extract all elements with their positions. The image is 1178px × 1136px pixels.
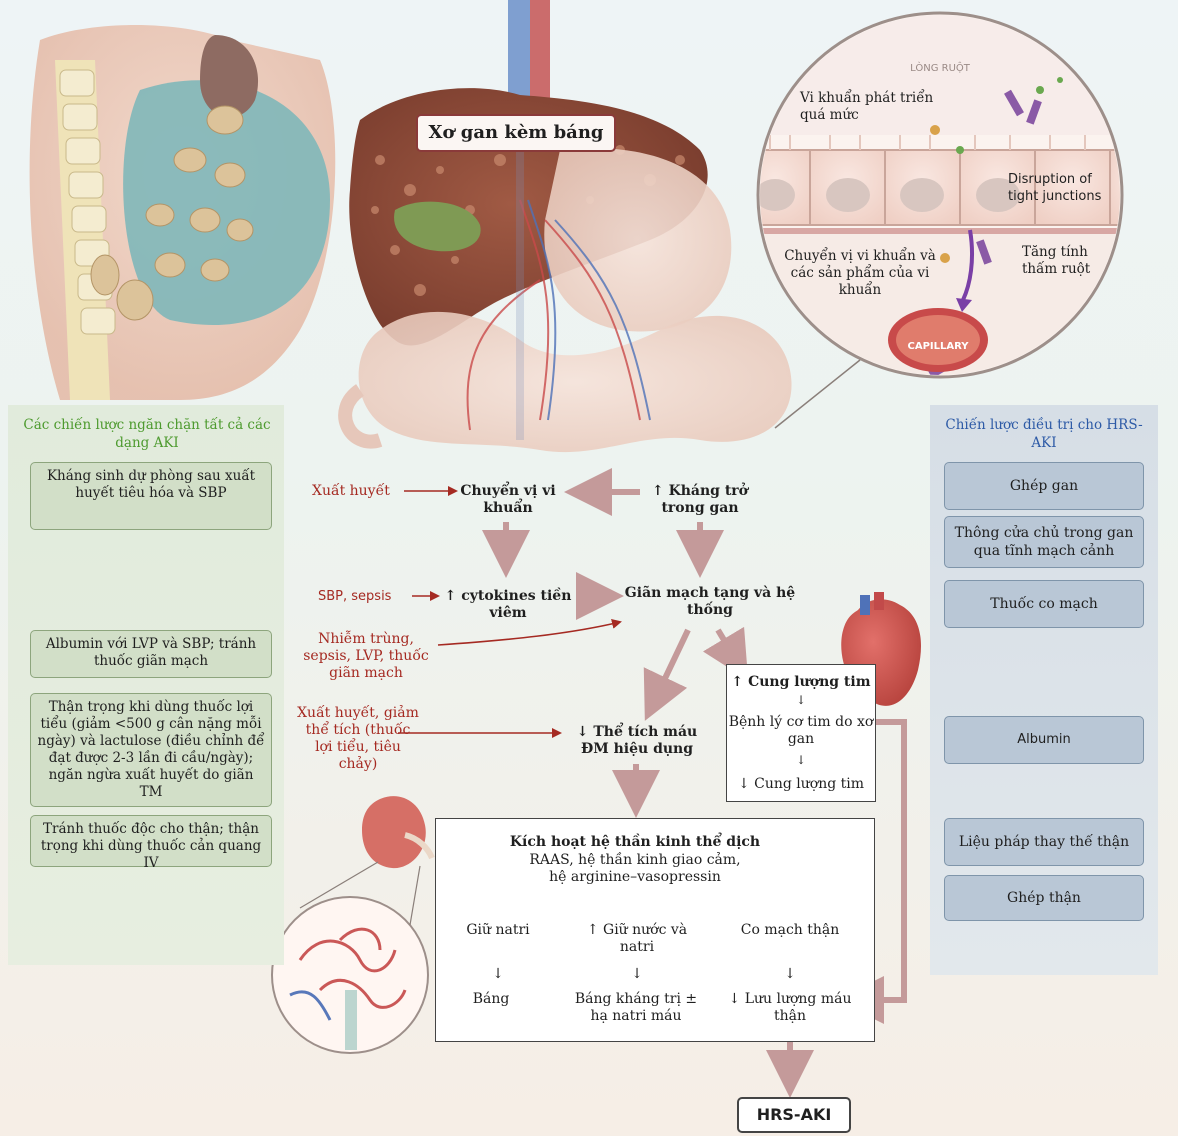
prevention-item-albumin: Albumin với LVP và SBP; tránh thuốc giãn… [30, 630, 272, 678]
hrs-aki-outcome: HRS-AKI [737, 1097, 851, 1133]
cardiac-arrow-2: ↓ [726, 752, 876, 769]
prevention-title: Các chiến lược ngăn chặn tất cả các dạng… [18, 416, 276, 452]
translocation-label: Chuyển vị vi khuẩn và các sản phẩm của v… [780, 248, 940, 299]
effective-volume-node: ↓ Thể tích máu ĐM hiệu dụng [562, 724, 712, 758]
treatment-item-vasoconstrictor: Thuốc co mạch [944, 580, 1144, 628]
prevention-item-nephrotoxic: Tránh thuốc độc cho thận; thận trọng khi… [30, 815, 272, 867]
treatment-item-kidney-transplant: Ghép thận [944, 875, 1144, 921]
treatment-item-liver-transplant: Ghép gan [944, 462, 1144, 510]
prevention-item-antibiotics: Kháng sinh dự phòng sau xuất huyết tiêu … [30, 462, 272, 530]
kidney-arrow-2: ↓ [572, 966, 702, 983]
neurohumoral-title: Kích hoạt hệ thần kinh thể dịch [470, 834, 800, 851]
cytokines-node: ↑ cytokines tiền viêm [440, 588, 576, 622]
hepatic-resistance-node: ↑ Kháng trở trong gan [640, 483, 760, 517]
neurohumoral-detail: RAAS, hệ thần kinh giao cảm, hệ arginine… [520, 852, 750, 886]
ascites-node: Báng [462, 991, 520, 1008]
cardiac-output-down: ↓ Cung lượng tim [726, 776, 876, 793]
bacterial-translocation-node: Chuyển vị vi khuẩn [440, 483, 576, 517]
sbp-sepsis-label: SBP, sepsis [318, 588, 410, 605]
permeability-label: Tăng tính thấm ruột [1022, 244, 1112, 278]
treatment-item-tips: Thông cửa chủ trong gan qua tĩnh mạch cả… [944, 516, 1144, 568]
cardiomyopathy-node: Bệnh lý cơ tim do xơ gan [726, 714, 876, 748]
cardiac-output-up: ↑ Cung lượng tim [726, 674, 876, 691]
capillary-label: CAPILLARY [898, 338, 978, 355]
bleeding-volume-label: Xuất huyết, giảm thể tích (thuốc lợi tiể… [296, 705, 420, 773]
tight-junctions-label: Disruption of tight junctions [1008, 171, 1118, 205]
water-retention-node: ↑ Giữ nước và natri [572, 922, 702, 956]
diagram-title: Xơ gan kèm báng [416, 114, 616, 152]
prevention-item-diuretics: Thận trọng khi dùng thuốc lợi tiểu (giảm… [30, 693, 272, 807]
kidney-arrow-1: ↓ [462, 966, 534, 983]
cardiac-arrow-1: ↓ [726, 692, 876, 709]
lumen-label: LÒNG RUỘT [900, 60, 980, 77]
refractory-ascites-node: Báng kháng trị ± hạ natri máu [566, 991, 706, 1025]
treatment-title: Chiến lược điều trị cho HRS-AKI [942, 416, 1146, 452]
treatment-item-rrt: Liệu pháp thay thế thận [944, 818, 1144, 866]
renal-flow-node: ↓ Lưu lượng máu thận [728, 991, 852, 1025]
bacterial-overgrowth-label: Vi khuẩn phát triển quá mức [800, 90, 940, 124]
infection-label: Nhiễm trùng, sepsis, LVP, thuốc giãn mạc… [298, 631, 434, 682]
vasodilation-node: Giãn mạch tạng và hệ thống [620, 585, 800, 619]
renal-vasoconstriction-node: Co mạch thận [728, 922, 852, 939]
treatment-item-albumin: Albumin [944, 716, 1144, 764]
kidney-arrow-3: ↓ [728, 966, 852, 983]
sodium-retention-node: Giữ natri [462, 922, 534, 939]
bleeding-label: Xuất huyết [312, 483, 402, 500]
